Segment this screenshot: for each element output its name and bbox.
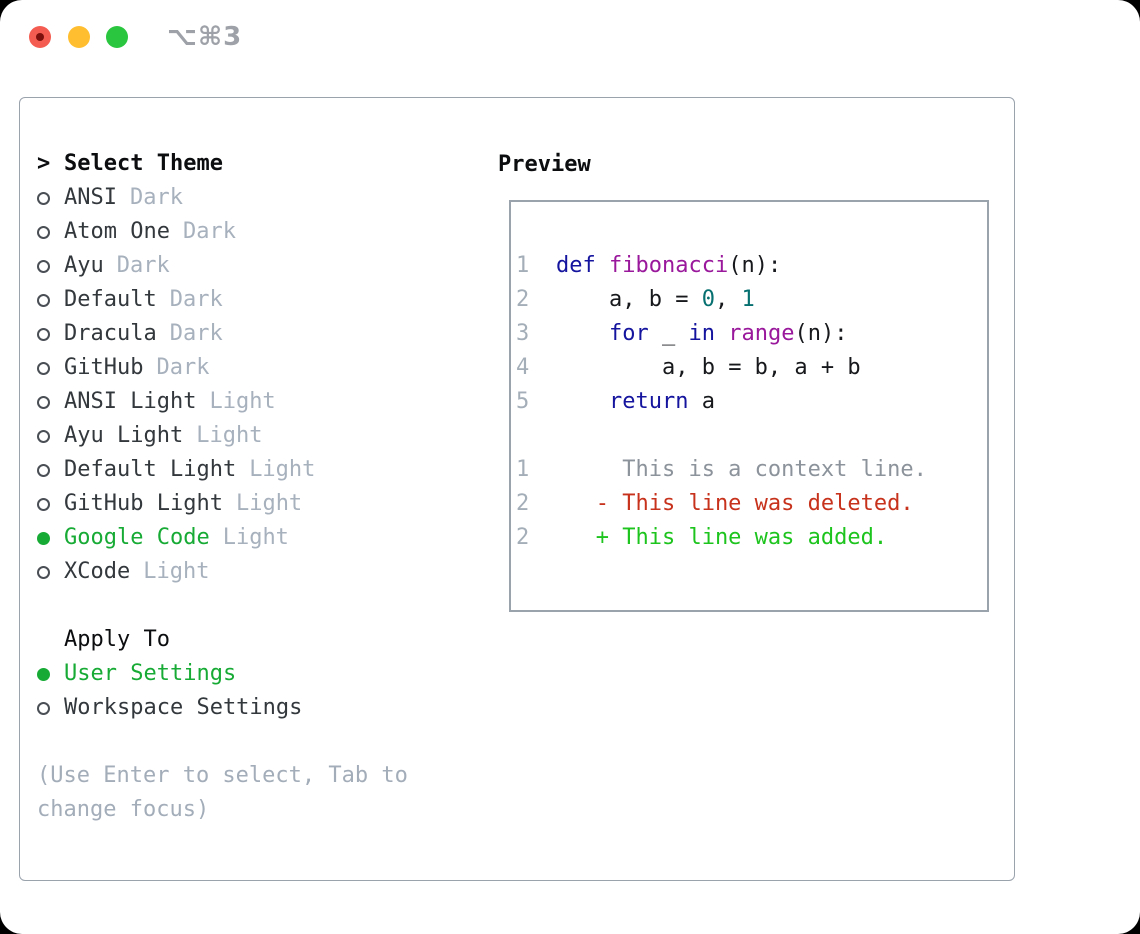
help-text: (Use Enter to select, Tab to change focu… — [37, 763, 408, 822]
theme-variant: Light — [222, 525, 289, 550]
theme-variant: Dark — [116, 253, 170, 278]
radio-icon — [37, 191, 50, 205]
diff-line-context: 1 This is a context line. — [516, 457, 927, 482]
theme-variant: Light — [235, 491, 303, 516]
radio-icon — [37, 395, 50, 409]
theme-name: Ayu Light — [64, 423, 184, 448]
apply-option-label: Workspace Settings — [64, 695, 303, 720]
theme-variant: Light — [249, 457, 316, 482]
radio-icon — [37, 565, 50, 579]
theme-variant: Dark — [169, 287, 223, 312]
apply-option-label: User Settings — [64, 661, 237, 686]
theme-name: Dracula — [64, 321, 157, 346]
theme-variant: Dark — [156, 355, 210, 380]
apply-option[interactable]: User Settings — [37, 657, 437, 691]
apply-to-heading: Apply To — [64, 627, 170, 652]
theme-option[interactable]: GitHub Light Light — [37, 487, 437, 521]
code-line: 2 a, b = 0, 1 — [516, 287, 755, 312]
theme-option[interactable]: Default Dark — [37, 283, 437, 317]
theme-list-header: > Select Theme — [37, 147, 437, 181]
theme-option[interactable]: Dracula Dark — [37, 317, 437, 351]
theme-name: Default — [64, 287, 157, 312]
theme-name: Ayu — [64, 253, 104, 278]
theme-option[interactable]: XCode Light — [37, 555, 437, 589]
radio-icon — [37, 463, 50, 477]
preview-gap — [516, 419, 987, 453]
theme-variant: Light — [196, 423, 263, 448]
theme-name: Default Light — [64, 457, 237, 482]
theme-list: ANSI Dark Atom One Dark Ayu Dark Default… — [37, 181, 437, 589]
theme-option[interactable]: Atom One Dark — [37, 215, 437, 249]
theme-variant: Dark — [169, 321, 223, 346]
theme-variant: Dark — [129, 185, 183, 210]
radio-icon — [37, 429, 50, 443]
theme-name: GitHub — [64, 355, 144, 380]
theme-option[interactable]: Default Light Light — [37, 453, 437, 487]
theme-option[interactable]: Ayu Dark — [37, 249, 437, 283]
diff-line-deleted: 2 - This line was deleted. — [516, 491, 914, 516]
apply-to-header: Apply To — [37, 623, 437, 657]
theme-option[interactable]: ANSI Light Light — [37, 385, 437, 419]
radio-icon — [37, 259, 50, 273]
section-gap — [37, 725, 437, 759]
theme-option[interactable]: Google Code Light — [37, 521, 437, 555]
theme-picker-panel: > Select Theme ANSI Dark Atom One Dark A… — [19, 97, 1015, 881]
focus-marker: > — [37, 151, 51, 176]
diff-sample: 1 This is a context line. 2 - This line w… — [516, 453, 987, 555]
section-gap — [37, 589, 437, 623]
radio-icon — [37, 327, 50, 341]
window-title: ⌥⌘3 — [167, 22, 243, 52]
apply-option[interactable]: Workspace Settings — [37, 691, 437, 725]
radio-icon — [37, 667, 50, 681]
close-button[interactable] — [29, 26, 51, 48]
theme-name: ANSI — [64, 185, 117, 210]
diff-line-added: 2 + This line was added. — [516, 525, 888, 550]
code-line: 3 for _ in range(n): — [516, 321, 848, 346]
theme-variant: Light — [209, 389, 276, 414]
code-line: 5 return a — [516, 389, 715, 414]
theme-name: XCode — [64, 559, 131, 584]
zoom-button[interactable] — [106, 26, 128, 48]
theme-variant: Dark — [182, 219, 236, 244]
radio-icon — [37, 531, 50, 545]
select-theme-heading: Select Theme — [64, 151, 223, 176]
theme-name: GitHub Light — [64, 491, 223, 516]
theme-name: Atom One — [64, 219, 170, 244]
theme-column: > Select Theme ANSI Dark Atom One Dark A… — [37, 147, 437, 827]
radio-icon — [37, 701, 50, 715]
radio-icon — [37, 497, 50, 511]
theme-option[interactable]: Ayu Light Light — [37, 419, 437, 453]
radio-icon — [37, 361, 50, 375]
close-button-dot — [36, 33, 44, 41]
apply-to-list: User Settings Workspace Settings — [37, 657, 437, 725]
preview-heading: Preview — [498, 151, 591, 177]
theme-name: ANSI Light — [64, 389, 197, 414]
theme-option[interactable]: ANSI Dark — [37, 181, 437, 215]
theme-option[interactable]: GitHub Dark — [37, 351, 437, 385]
theme-name: Google Code — [64, 525, 210, 550]
radio-icon — [37, 225, 50, 239]
radio-icon — [37, 293, 50, 307]
minimize-button[interactable] — [68, 26, 90, 48]
code-line: 4 a, b = b, a + b — [516, 355, 861, 380]
theme-variant: Light — [143, 559, 210, 584]
